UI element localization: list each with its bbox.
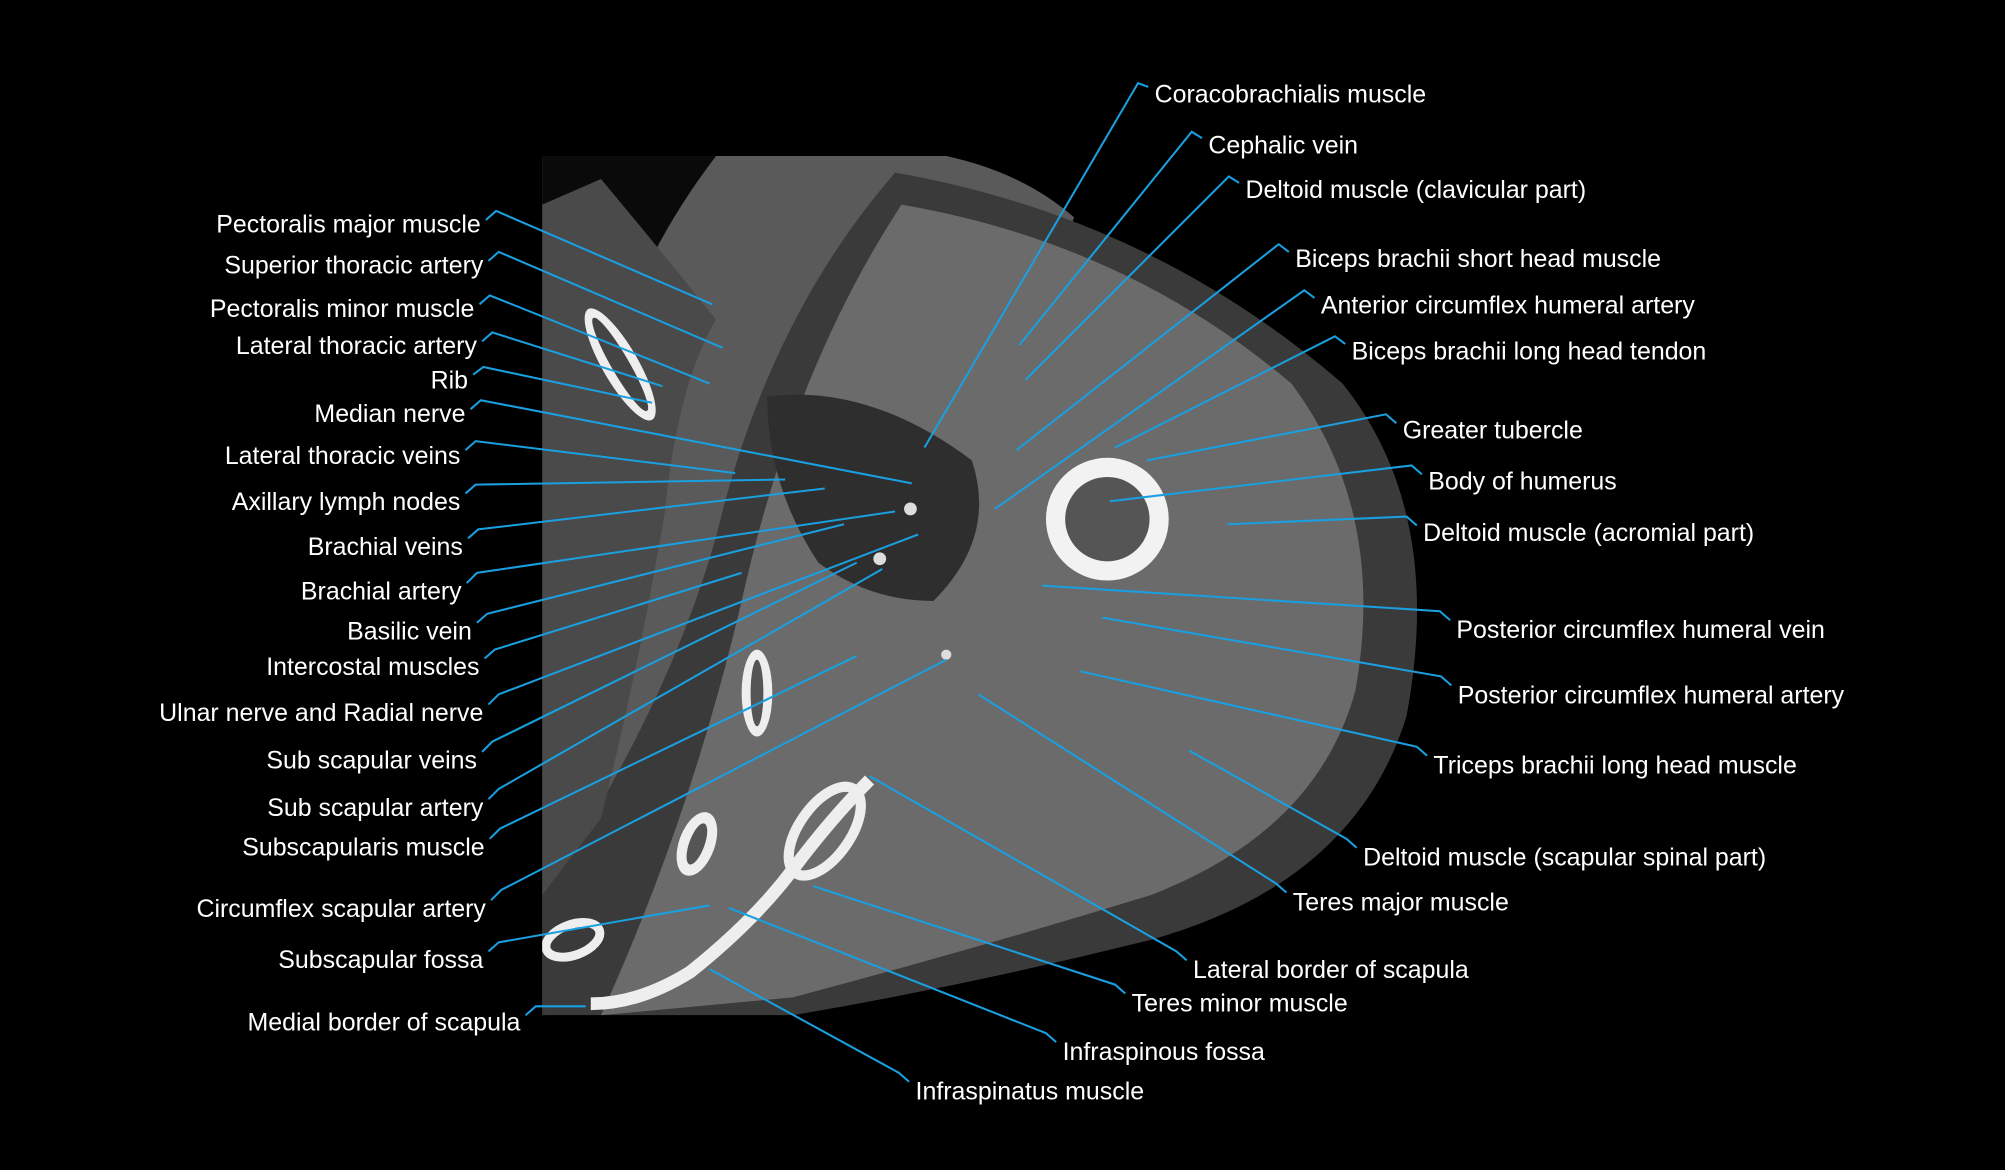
leader-line-teres-minor-muscle xyxy=(812,885,1126,995)
leader-line-cephalic-vein xyxy=(1018,130,1203,346)
label-biceps-brachii-long-head-tendon: Biceps brachii long head tendon xyxy=(1352,337,1707,365)
leader-line-pectoralis-major-muscle xyxy=(485,209,713,306)
leader-line-lateral-thoracic-veins xyxy=(464,440,736,475)
leader-line-sub-scapular-artery xyxy=(487,568,883,800)
leader-line-medial-border-of-scapula xyxy=(524,1005,586,1017)
ct-scan-image xyxy=(542,156,1438,1016)
label-subscapularis-muscle: Subscapularis muscle xyxy=(242,833,484,861)
leader-line-biceps-brachii-long-head-tendon xyxy=(1114,335,1346,449)
leader-line-lateral-border-of-scapula xyxy=(869,775,1188,962)
leader-line-rib xyxy=(472,365,653,404)
leader-line-teres-major-muscle xyxy=(977,693,1288,894)
label-greater-tubercle: Greater tubercle xyxy=(1403,417,1583,445)
label-lateral-thoracic-artery: Lateral thoracic artery xyxy=(236,332,478,360)
label-intercostal-muscles: Intercostal muscles xyxy=(266,653,479,681)
label-brachial-artery: Brachial artery xyxy=(301,578,462,606)
label-deltoid-muscle-acromial-part: Deltoid muscle (acromial part) xyxy=(1423,519,1754,547)
leader-line-superior-thoracic-artery xyxy=(487,250,723,349)
label-rib: Rib xyxy=(431,367,468,395)
leader-line-greater-tubercle xyxy=(1146,413,1398,462)
label-anterior-circumflex-humeral-artery: Anterior circumflex humeral artery xyxy=(1321,291,1695,319)
leader-line-circumflex-scapular-artery xyxy=(490,658,947,901)
leader-line-basilic-vein xyxy=(476,523,845,624)
label-pectoralis-major-muscle: Pectoralis major muscle xyxy=(216,211,481,239)
label-deltoid-muscle-clavicular-part: Deltoid muscle (clavicular part) xyxy=(1245,176,1586,204)
leader-line-subscapular-fossa xyxy=(487,904,710,953)
label-triceps-brachii-long-head-muscle: Triceps brachii long head muscle xyxy=(1433,752,1796,780)
leader-line-pectoralis-minor-muscle xyxy=(478,294,711,385)
leader-line-median-nerve xyxy=(469,399,912,485)
label-pectoralis-minor-muscle: Pectoralis minor muscle xyxy=(210,295,475,323)
leader-line-brachial-artery xyxy=(466,510,896,584)
label-coracobrachialis-muscle: Coracobrachialis muscle xyxy=(1155,80,1426,108)
leader-line-brachial-veins xyxy=(467,487,825,540)
label-axillary-lymph-nodes: Axillary lymph nodes xyxy=(232,488,461,516)
label-teres-major-muscle: Teres major muscle xyxy=(1293,888,1509,916)
leader-line-sub-scapular-veins xyxy=(481,561,858,753)
leader-line-lateral-thoracic-artery xyxy=(481,331,663,388)
leader-line-ulnar-nerve-and-radial-nerve xyxy=(487,533,919,706)
label-superior-thoracic-artery: Superior thoracic artery xyxy=(224,252,484,280)
leader-line-deltoid-muscle-acromial-part xyxy=(1227,515,1418,527)
leader-line-posterior-circumflex-humeral-vein xyxy=(1042,584,1451,621)
leader-line-deltoid-muscle-scapular-spinal-part xyxy=(1188,749,1358,849)
label-lateral-thoracic-veins: Lateral thoracic veins xyxy=(225,442,460,470)
leader-line-infraspinous-fossa xyxy=(728,906,1057,1043)
label-infraspinous-fossa: Infraspinous fossa xyxy=(1063,1038,1265,1066)
label-posterior-circumflex-humeral-vein: Posterior circumflex humeral vein xyxy=(1456,616,1824,644)
leader-line-intercostal-muscles xyxy=(483,571,742,660)
label-basilic-vein: Basilic vein xyxy=(347,617,472,645)
label-brachial-veins: Brachial veins xyxy=(308,533,463,561)
label-body-of-humerus: Body of humerus xyxy=(1428,468,1616,496)
leader-line-subscapularis-muscle xyxy=(489,655,858,840)
leader-lines xyxy=(464,81,1452,1083)
label-biceps-brachii-short-head-muscle: Biceps brachii short head muscle xyxy=(1295,245,1661,273)
leader-line-body-of-humerus xyxy=(1109,464,1423,503)
label-posterior-circumflex-humeral-artery: Posterior circumflex humeral artery xyxy=(1458,681,1845,709)
label-teres-minor-muscle: Teres minor muscle xyxy=(1132,989,1348,1017)
leader-line-axillary-lymph-nodes xyxy=(464,478,786,495)
label-subscapular-fossa: Subscapular fossa xyxy=(278,946,483,974)
label-median-nerve: Median nerve xyxy=(314,400,465,428)
leader-line-posterior-circumflex-humeral-artery xyxy=(1102,616,1452,687)
label-sub-scapular-artery: Sub scapular artery xyxy=(267,794,484,822)
leader-line-triceps-brachii-long-head-muscle xyxy=(1080,670,1428,757)
label-circumflex-scapular-artery: Circumflex scapular artery xyxy=(196,895,486,923)
leader-line-biceps-brachii-short-head-muscle xyxy=(1015,242,1290,451)
leader-line-infraspinatus-muscle xyxy=(709,968,910,1083)
leader-line-coracobrachialis-muscle xyxy=(923,81,1149,449)
label-infraspinatus-muscle: Infraspinatus muscle xyxy=(916,1078,1145,1106)
label-lateral-border-of-scapula: Lateral border of scapula xyxy=(1193,956,1469,984)
leader-line-anterior-circumflex-humeral-artery xyxy=(994,288,1316,510)
label-deltoid-muscle-scapular-spinal-part: Deltoid muscle (scapular spinal part) xyxy=(1363,844,1766,872)
label-ulnar-nerve-and-radial-nerve: Ulnar nerve and Radial nerve xyxy=(159,699,483,727)
label-sub-scapular-veins: Sub scapular veins xyxy=(266,746,477,774)
label-medial-border-of-scapula: Medial border of scapula xyxy=(248,1009,521,1037)
leader-line-deltoid-muscle-clavicular-part xyxy=(1024,175,1240,381)
label-cephalic-vein: Cephalic vein xyxy=(1208,131,1358,159)
